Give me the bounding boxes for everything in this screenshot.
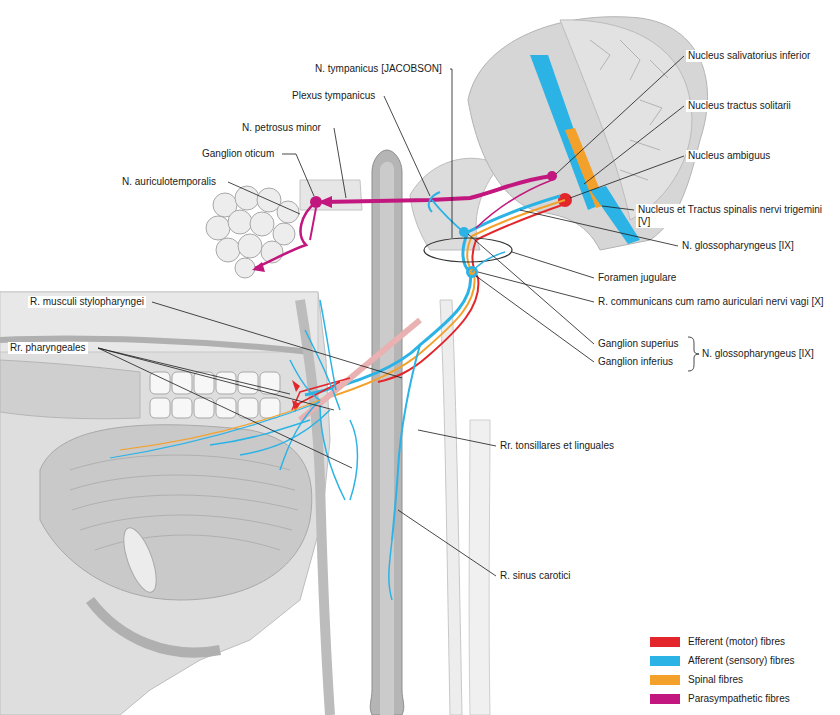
legend-swatch [650,675,680,685]
legend-text: Spinal fibres [688,674,743,685]
nerve-label: N. auriculotemporalis [120,176,218,188]
nerve-label: N. tympanicus [JACOBSON] [313,63,444,75]
nerve-label: N. petrosus minor [240,122,323,134]
branch-label: R. communicans cum ramo auriculari nervi… [596,296,826,308]
branch-label: R. sinus carotici [498,570,573,582]
ganglion-label: Ganglion inferius [596,356,675,368]
legend-row: Parasympathetic fibres [650,693,790,704]
nucleus-label: Nucleus salivatorius inferior [686,50,812,62]
nerve-label: N. glossopharyngeus [IX] [700,348,816,360]
nucleus-label: Nucleus tractus solitarii [686,100,793,112]
legend-swatch [650,694,680,704]
branch-label: Rr. tonsillares et linguales [498,440,616,452]
foramen-label: Foramen jugulare [596,272,678,284]
legend-row: Efferent (motor) fibres [650,636,785,647]
branch-label: R. musculi stylopharyngei [28,296,146,308]
branch-label: Rr. pharyngeales [8,342,88,354]
legend-swatch [650,656,680,666]
legend-text: Efferent (motor) fibres [688,636,785,647]
ganglion-label: Ganglion superius [596,338,681,350]
legend-text: Parasympathetic fibres [688,693,790,704]
plexus-label: Plexus tympanicus [290,90,377,102]
nucleus-label: Nucleus ambiguus [686,150,772,162]
legend-row: Spinal fibres [650,674,743,685]
nerve-label: N. glossopharyngeus [IX] [680,240,796,252]
legend-swatch [650,637,680,647]
ganglion-label: Ganglion oticum [200,148,276,160]
nucleus-label: Nucleus et Tractus spinalis nervi trigem… [636,204,836,228]
legend-text: Afferent (sensory) fibres [688,655,795,666]
legend-row: Afferent (sensory) fibres [650,655,795,666]
